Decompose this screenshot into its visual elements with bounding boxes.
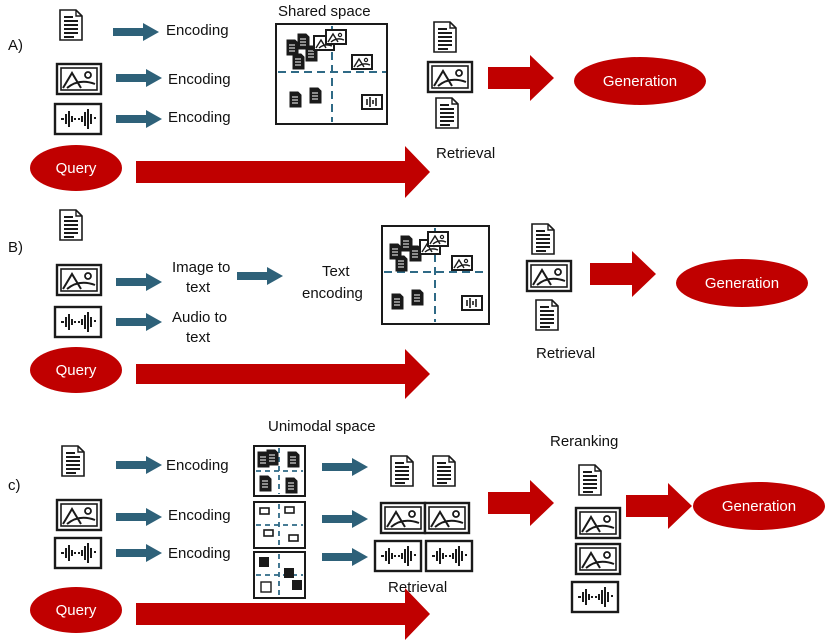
query-label: Query: [56, 160, 97, 177]
document-icon: [61, 445, 85, 477]
encode-arrow: [116, 110, 162, 128]
document-icon: [59, 9, 83, 41]
reranking-label: Reranking: [550, 433, 618, 450]
retrieved-image-icon: [426, 60, 474, 94]
image-to-text-label: Image to: [172, 259, 230, 276]
retrieval-label: Retrieval: [388, 579, 447, 596]
encoding-label: Encoding: [168, 507, 231, 524]
retrieve-arrow: [322, 510, 368, 528]
encoding-label: Encoding: [168, 545, 231, 562]
image-to-text-label: text: [186, 279, 211, 296]
query-label: Query: [56, 362, 97, 379]
audio-to-text-label: Audio to: [172, 309, 227, 326]
image-to-text-arrow: [116, 273, 162, 291]
audio-waveform-icon: [53, 305, 103, 339]
encode-arrow: [116, 456, 162, 474]
retrieval-label: Retrieval: [436, 145, 495, 162]
to-reranking-arrow: [488, 480, 554, 526]
reranked-image-icon: [574, 506, 622, 540]
retrieval-label: Retrieval: [536, 345, 595, 362]
retrieve-arrow: [322, 548, 368, 566]
generation-label: Generation: [603, 73, 677, 90]
retrieved-document-icon: [535, 299, 559, 331]
generation-ellipse: [693, 482, 825, 530]
encode-arrow: [113, 23, 159, 41]
generation-ellipse: [574, 57, 706, 105]
query-arrow: [136, 349, 430, 399]
audio-waveform-icon: [53, 102, 103, 136]
retrieved-document-icon: [432, 455, 456, 487]
query-ellipse: [30, 145, 122, 191]
query-ellipse: [30, 347, 122, 393]
shared-space-title: Shared space: [278, 3, 371, 20]
query-arrow: [136, 588, 430, 640]
audio-to-text-arrow: [116, 313, 162, 331]
retrieved-audio-icon: [373, 539, 423, 573]
image-icon: [55, 62, 103, 96]
reranked-document-icon: [578, 464, 602, 496]
retrieve-arrow: [322, 458, 368, 476]
retrieved-image-icon: [423, 501, 471, 535]
encoding-label: Encoding: [168, 71, 231, 88]
to-generation-arrow: [626, 483, 692, 529]
audio-waveform-icon: [53, 536, 103, 570]
generation-ellipse: [676, 259, 808, 307]
panel-a-marker: A): [8, 37, 23, 54]
audio-to-text-label: text: [186, 329, 211, 346]
text-encoding-label: Text: [322, 263, 350, 280]
retrieved-image-icon: [379, 501, 427, 535]
query-arrow: [136, 146, 430, 198]
unimodal-space-text: [253, 445, 306, 497]
image-icon: [55, 263, 103, 297]
text-encode-arrow: [237, 267, 283, 285]
encoding-label: Encoding: [168, 109, 231, 126]
to-generation-arrow: [488, 55, 554, 101]
to-generation-arrow: [590, 251, 656, 297]
panel-b-marker: B): [8, 239, 23, 256]
retrieved-document-icon: [531, 223, 555, 255]
reranked-image-icon: [574, 542, 622, 576]
generation-label: Generation: [705, 275, 779, 292]
retrieved-document-icon: [390, 455, 414, 487]
query-label: Query: [56, 602, 97, 619]
retrieved-audio-icon: [424, 539, 474, 573]
query-ellipse: [30, 587, 122, 633]
unimodal-space-image: [253, 501, 306, 549]
unimodal-space-title: Unimodal space: [268, 418, 376, 435]
retrieved-document-icon: [433, 21, 457, 53]
retrieved-image-icon: [525, 259, 573, 293]
image-icon: [55, 498, 103, 532]
panel-c-marker: c): [8, 477, 21, 494]
encoding-label: Encoding: [166, 457, 229, 474]
shared-space-box: [275, 23, 388, 125]
reranked-audio-icon: [570, 580, 620, 614]
encode-arrow: [116, 544, 162, 562]
unimodal-space-audio: [253, 551, 306, 599]
encode-arrow: [116, 508, 162, 526]
generation-label: Generation: [722, 498, 796, 515]
encode-arrow: [116, 69, 162, 87]
document-icon: [59, 209, 83, 241]
encoding-label: Encoding: [166, 22, 229, 39]
retrieved-document-icon: [435, 97, 459, 129]
text-encoding-label: encoding: [302, 285, 363, 302]
text-space-box: [381, 225, 490, 325]
